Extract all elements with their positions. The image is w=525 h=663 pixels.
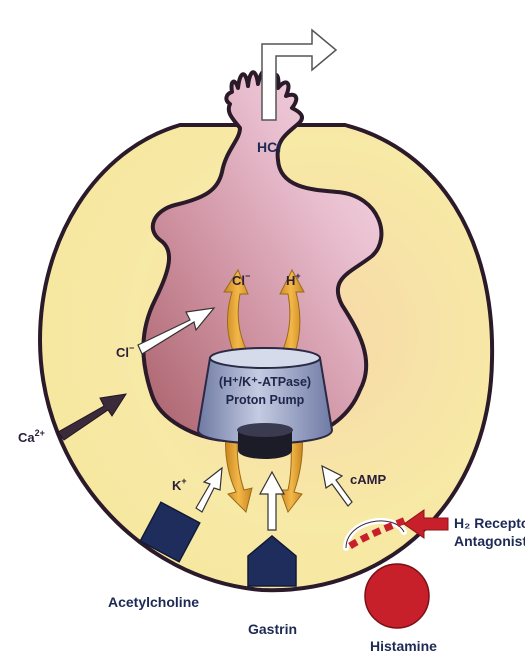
hcl-secretion-arrow [262, 30, 336, 120]
ca-label: Ca2+ [18, 428, 45, 445]
pump-label-line1: (H⁺/K⁺-ATPase) [219, 375, 311, 389]
h2-antagonist-label-line2: Antagonist [454, 533, 525, 549]
hcl-label: HCl [257, 139, 281, 155]
acetylcholine-label: Acetylcholine [108, 594, 199, 610]
histamine-label: Histamine [370, 638, 437, 654]
histamine-molecule [365, 564, 429, 628]
gastrin-label: Gastrin [248, 621, 297, 637]
camp-label: cAMP [350, 472, 386, 487]
pump-label-line2: Proton Pump [226, 393, 305, 407]
h2-antagonist-label-line1: H₂ Receptor [454, 515, 525, 531]
